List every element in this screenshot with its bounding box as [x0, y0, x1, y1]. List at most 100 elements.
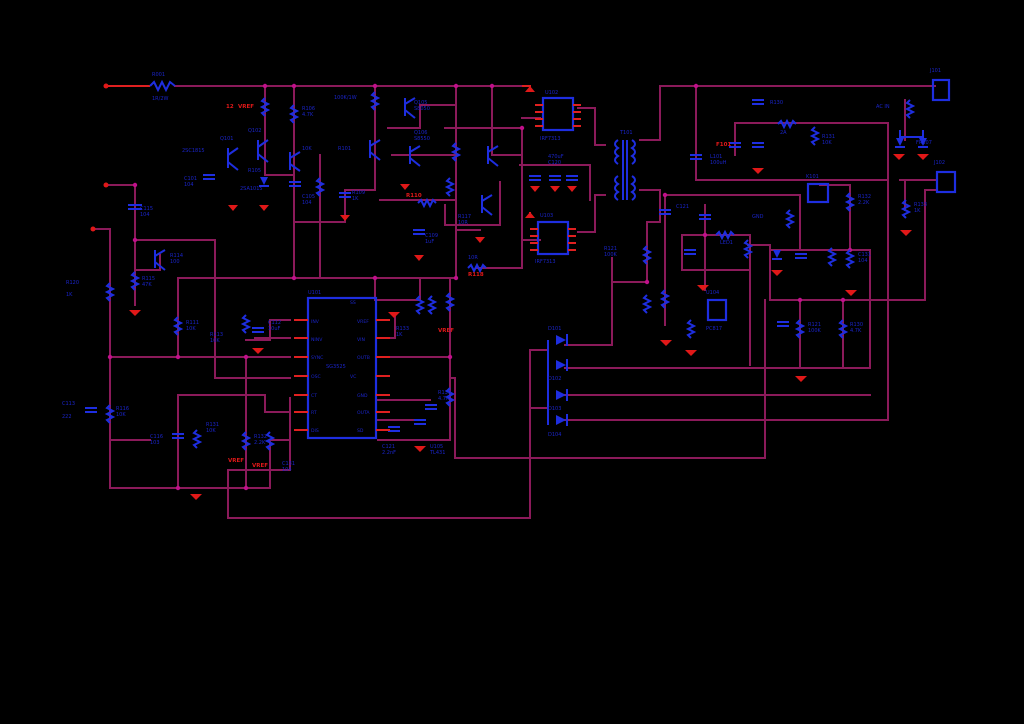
- transistor-q106: Q106 S8550: [409, 130, 430, 167]
- svg-text:D102: D102: [548, 376, 561, 382]
- transistor-q104: [369, 139, 381, 161]
- transistor-q107: [487, 145, 499, 167]
- svg-text:R118: R118: [468, 272, 484, 278]
- svg-text:C116: C116: [150, 434, 163, 440]
- svg-text:R130: R130: [850, 322, 863, 328]
- svg-text:12: 12: [226, 104, 234, 110]
- opto-u104: U104 PC817: [706, 290, 728, 332]
- transformer-t101: T101: [614, 130, 636, 201]
- svg-text:U102: U102: [545, 90, 558, 96]
- svg-text:OSC: OSC: [311, 374, 321, 380]
- svg-text:4.7K: 4.7K: [302, 112, 314, 118]
- svg-text:R116: R116: [116, 406, 129, 412]
- svg-text:10uF: 10uF: [268, 326, 281, 332]
- svg-text:OUTA: OUTA: [357, 410, 370, 416]
- svg-text:10K: 10K: [822, 140, 832, 146]
- svg-text:10K: 10K: [206, 428, 216, 434]
- svg-text:TL431: TL431: [429, 450, 445, 456]
- svg-text:SYNC: SYNC: [311, 355, 323, 361]
- svg-text:GND: GND: [357, 393, 368, 399]
- transistor-q103: [289, 151, 301, 172]
- svg-text:S8550: S8550: [414, 136, 430, 142]
- svg-text:R101: R101: [338, 146, 351, 152]
- svg-text:1K: 1K: [352, 196, 359, 202]
- svg-text:104: 104: [858, 258, 868, 264]
- svg-text:J101: J101: [929, 68, 941, 74]
- ic-u102: U102 IRF7313: [535, 90, 581, 142]
- transistor-q101: 2SC1815 Q101: [182, 136, 239, 171]
- svg-text:C121: C121: [382, 444, 395, 450]
- ground-symbols: [129, 154, 929, 500]
- resistor-r-in: R001 1R/2W: [149, 72, 176, 102]
- ic-u103: U103 IRF7313: [530, 213, 576, 265]
- svg-text:R120: R120: [66, 280, 79, 286]
- svg-text:PC817: PC817: [706, 326, 722, 332]
- svg-text:S8050: S8050: [414, 106, 430, 112]
- svg-text:R130: R130: [438, 390, 451, 396]
- diodes: [259, 138, 928, 260]
- svg-text:104: 104: [184, 182, 194, 188]
- svg-text:T101: T101: [619, 130, 633, 136]
- svg-text:D104: D104: [548, 432, 561, 438]
- svg-text:2SC1815: 2SC1815: [182, 148, 205, 154]
- svg-text:R121: R121: [808, 322, 821, 328]
- transistor-q108: [481, 194, 493, 216]
- svg-text:VREF: VREF: [238, 104, 254, 110]
- svg-text:D103: D103: [548, 406, 561, 412]
- svg-text:R131: R131: [206, 422, 219, 428]
- svg-text:2.2K: 2.2K: [858, 200, 870, 206]
- svg-text:R130: R130: [770, 100, 783, 106]
- svg-text:C131: C131: [282, 461, 295, 467]
- svg-text:VC: VC: [350, 374, 356, 380]
- svg-text:Q105: Q105: [414, 100, 427, 106]
- svg-text:100K: 100K: [604, 252, 618, 258]
- svg-text:OUTB: OUTB: [357, 355, 370, 361]
- svg-text:CT: CT: [311, 393, 317, 399]
- svg-text:100uH: 100uH: [710, 160, 727, 166]
- svg-text:Q101: Q101: [220, 136, 233, 142]
- svg-text:U104: U104: [706, 290, 719, 296]
- svg-text:J102: J102: [933, 160, 945, 166]
- svg-text:VREF: VREF: [252, 463, 268, 469]
- diode-bridge-out: [899, 130, 924, 138]
- svg-text:U101: U101: [308, 290, 321, 296]
- svg-text:IRF7313: IRF7313: [540, 136, 561, 142]
- svg-text:R109: R109: [352, 190, 365, 196]
- svg-text:10R: 10R: [468, 255, 478, 261]
- transistor-q109: [154, 249, 166, 271]
- svg-text:F101: F101: [716, 142, 731, 148]
- svg-text:U103: U103: [540, 213, 553, 219]
- svg-text:R117: R117: [458, 214, 471, 220]
- svg-text:470uF: 470uF: [548, 154, 564, 160]
- svg-text:2A: 2A: [780, 130, 787, 136]
- svg-text:R114: R114: [170, 253, 183, 259]
- svg-text:103: 103: [150, 440, 160, 446]
- svg-text:NINV: NINV: [311, 337, 323, 343]
- svg-text:R105: R105: [248, 168, 261, 174]
- svg-text:4.7K: 4.7K: [850, 328, 862, 334]
- svg-text:AC IN: AC IN: [876, 104, 890, 110]
- resistors-horizontal: [417, 118, 797, 274]
- svg-text:1uF: 1uF: [425, 239, 434, 245]
- svg-text:INV: INV: [311, 319, 320, 325]
- svg-text:1K: 1K: [396, 332, 403, 338]
- transistor-q102: Q102 2SA1015: [240, 128, 269, 192]
- connector-j101: J101: [929, 68, 951, 102]
- svg-text:2SA1015: 2SA1015: [240, 186, 263, 192]
- junction-dots: [107, 83, 853, 491]
- svg-text:100: 100: [170, 259, 180, 265]
- resistors-vertical: [104, 91, 916, 451]
- svg-text:R110: R110: [406, 193, 422, 199]
- svg-text:R132: R132: [858, 194, 871, 200]
- connector-j102: J102: [933, 160, 957, 194]
- svg-text:IRF7313: IRF7313: [535, 259, 556, 265]
- svg-text:C101: C101: [184, 176, 197, 182]
- svg-text:104: 104: [282, 467, 292, 473]
- svg-text:U105: U105: [430, 444, 443, 450]
- svg-text:100K: 100K: [808, 328, 822, 334]
- svg-text:C109: C109: [425, 233, 438, 239]
- svg-text:R115: R115: [142, 276, 155, 282]
- component-labels: 12 VREF C101 104 R105 R106 4.7K 10K C105…: [62, 95, 932, 473]
- svg-text:C115: C115: [140, 206, 153, 212]
